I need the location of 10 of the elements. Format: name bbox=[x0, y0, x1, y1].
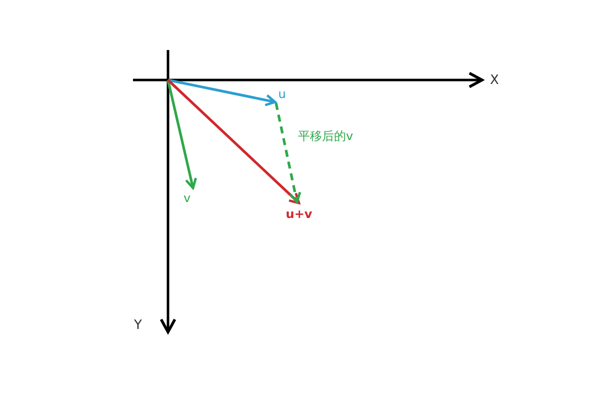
axis-label: Y bbox=[134, 319, 142, 332]
axis-label: X bbox=[490, 74, 499, 87]
edge-label: 平移后的v bbox=[298, 129, 354, 143]
vector-arrow bbox=[168, 78, 276, 106]
vector-arrow bbox=[166, 80, 198, 190]
vector-arrow bbox=[167, 79, 300, 204]
vector-label: u+v bbox=[281, 206, 317, 222]
vector-label: u bbox=[276, 86, 288, 101]
vector-label: v bbox=[181, 191, 193, 205]
dashed-vector-arrow bbox=[274, 102, 302, 204]
